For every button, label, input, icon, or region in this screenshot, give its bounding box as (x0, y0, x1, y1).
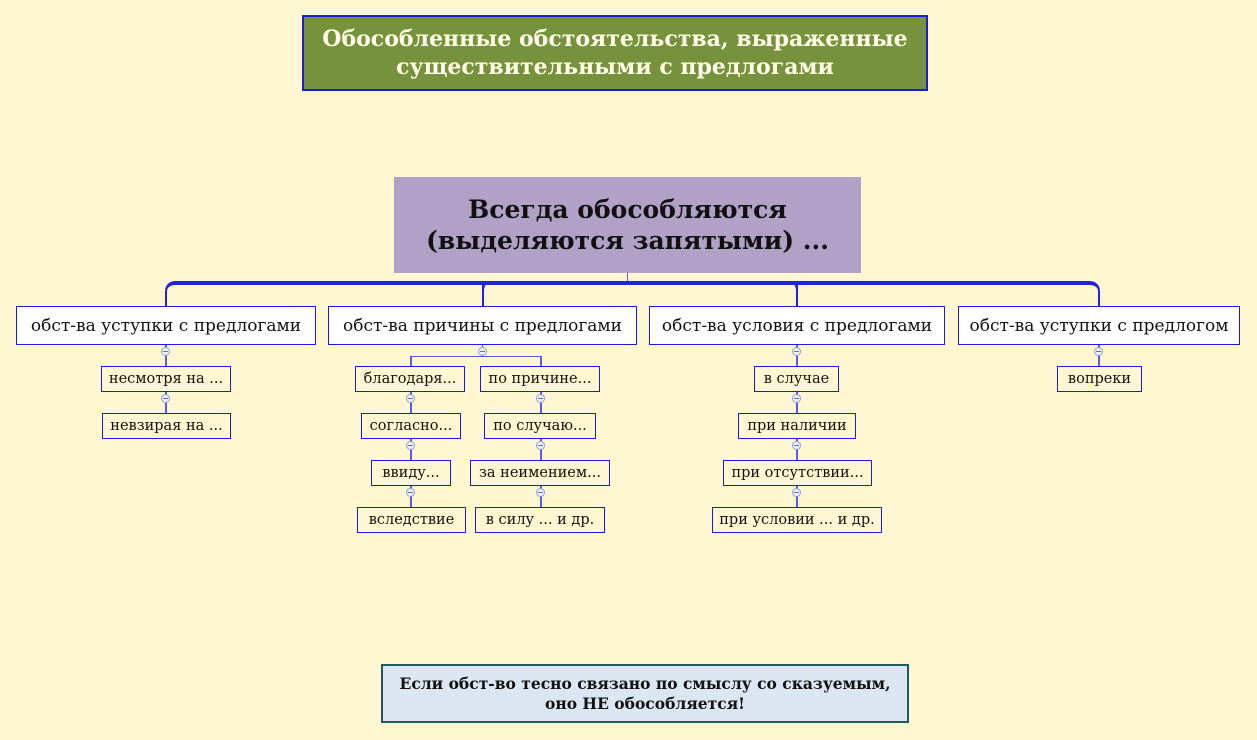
leaf-item[interactable]: согласно... (361, 413, 461, 439)
leaf-label: невзирая на ... (110, 418, 223, 434)
note-line-1: Если обст-во тесно связано по смыслу со … (399, 673, 891, 693)
main-bracket (165, 281, 1100, 306)
leaf-label: вследствие (368, 512, 455, 528)
note-box: Если обст-во тесно связано по смыслу со … (381, 664, 909, 723)
collapse-icon[interactable] (536, 488, 545, 497)
category-label: обст-ва условия с предлогами (661, 315, 933, 336)
leaf-label: в силу ... и др. (485, 512, 595, 528)
leaf-item[interactable]: вследствие (357, 507, 466, 533)
root-connector (627, 273, 628, 283)
collapse-icon[interactable] (536, 394, 545, 403)
root-node[interactable]: Всегда обособляются(выделяются запятыми)… (394, 177, 861, 273)
root-line-1: Всегда обособляются (468, 195, 787, 224)
leaf-item[interactable]: ввиду... (371, 460, 451, 486)
leaf-item[interactable]: по случаю... (484, 413, 596, 439)
leaf-item[interactable]: благодаря... (355, 366, 465, 392)
collapse-icon[interactable] (478, 347, 487, 356)
connector (1098, 345, 1100, 367)
leaf-label: благодаря... (363, 371, 457, 387)
note-line-2: оно НЕ обособляется! (545, 693, 745, 713)
leaf-label: в случае (763, 371, 830, 387)
collapse-icon[interactable] (536, 441, 545, 450)
branch-line-3 (796, 285, 798, 306)
title-line-2: существительными с предлогами (396, 54, 834, 80)
connector (410, 356, 541, 357)
category-condition-prepositions[interactable]: обст-ва условия с предлогами (649, 306, 945, 345)
leaf-label: по случаю... (493, 418, 587, 434)
leaf-label: при наличии (747, 418, 847, 434)
category-label: обст-ва причины с предлогами (343, 315, 622, 336)
leaf-label: вопреки (1067, 371, 1132, 387)
collapse-icon[interactable] (792, 394, 801, 403)
collapse-icon[interactable] (406, 488, 415, 497)
leaf-item[interactable]: несмотря на ... (101, 366, 231, 392)
category-label: обст-ва уступки с предлогами (30, 315, 302, 336)
leaf-item[interactable]: вопреки (1057, 366, 1142, 392)
collapse-icon[interactable] (161, 394, 170, 403)
inner-bracket (482, 281, 798, 306)
leaf-item[interactable]: при наличии (738, 413, 856, 439)
collapse-icon[interactable] (792, 441, 801, 450)
category-cause-prepositions[interactable]: обст-ва причины с предлогами (328, 306, 637, 345)
leaf-label: несмотря на ... (108, 371, 224, 387)
collapse-icon[interactable] (792, 347, 801, 356)
leaf-item[interactable]: в случае (754, 366, 839, 392)
leaf-item[interactable]: по причине... (480, 366, 600, 392)
leaf-label: за неимением... (479, 465, 601, 481)
collapse-icon[interactable] (1094, 347, 1103, 356)
leaf-item[interactable]: при условии ... и др. (712, 507, 882, 533)
category-concession-preposition[interactable]: обст-ва уступки с предлогом (958, 306, 1240, 345)
collapse-icon[interactable] (406, 394, 415, 403)
leaf-label: при отсутствии... (731, 465, 864, 481)
leaf-item[interactable]: невзирая на ... (102, 413, 231, 439)
category-concession-prepositions[interactable]: обст-ва уступки с предлогами (16, 306, 316, 345)
leaf-label: ввиду... (382, 465, 440, 481)
leaf-label: согласно... (369, 418, 453, 434)
category-label: обст-ва уступки с предлогом (969, 315, 1229, 336)
leaf-label: при условии ... и др. (719, 512, 875, 528)
leaf-item[interactable]: за неимением... (470, 460, 610, 486)
root-line-2: (выделяются запятыми) ... (426, 226, 829, 255)
title-line-1: Обособленные обстоятельства, выраженные (322, 26, 908, 52)
leaf-item[interactable]: при отсутствии... (723, 460, 872, 486)
collapse-icon[interactable] (406, 441, 415, 450)
branch-line-2 (482, 285, 484, 306)
collapse-icon[interactable] (792, 488, 801, 497)
leaf-item[interactable]: в силу ... и др. (475, 507, 605, 533)
leaf-label: по причине... (488, 371, 592, 387)
collapse-icon[interactable] (161, 347, 170, 356)
